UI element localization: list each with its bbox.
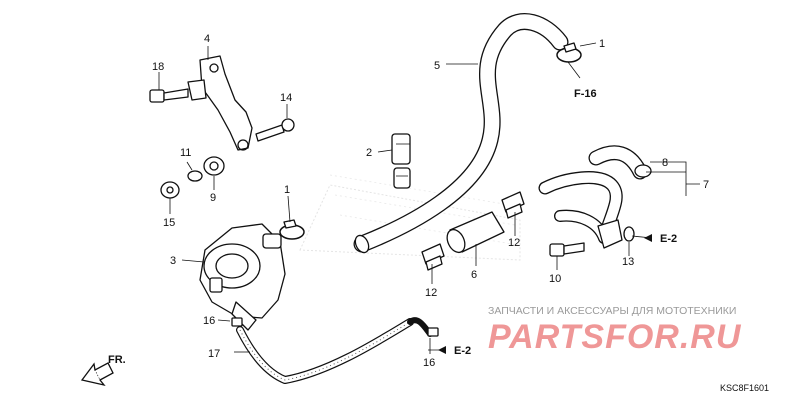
grommet-9: [203, 156, 225, 176]
ref-e-2-bottom: E-2: [454, 345, 471, 357]
front-arrow-icon: [80, 362, 114, 387]
callout-8: 8: [662, 157, 668, 169]
clamp-2: [391, 133, 411, 189]
callout-10: 10: [549, 273, 561, 285]
air-pipe-7: [538, 171, 623, 249]
hose-clamp-12-left: [421, 243, 445, 271]
callout-3: 3: [170, 255, 176, 267]
ref-e-2-right: E-2: [660, 233, 677, 245]
callout-4: 4: [204, 33, 210, 45]
diagram-code: KSC8F1601: [720, 383, 769, 393]
callout-16-left: 16: [203, 315, 215, 327]
callout-16-right: 16: [423, 357, 435, 369]
air-injection-valve-3: [199, 223, 286, 331]
nut-15: [160, 181, 180, 199]
ref-arrow-bottom: [438, 346, 446, 354]
callout-15: 15: [163, 217, 175, 229]
bolt-14: [255, 118, 295, 142]
callout-6: 6: [471, 269, 477, 281]
callout-7: 7: [703, 179, 709, 191]
washer-11: [187, 170, 203, 182]
bolt-18: [149, 88, 189, 103]
callout-14: 14: [280, 92, 292, 104]
bolt-10: [549, 242, 585, 257]
callout-18: 18: [152, 61, 164, 73]
front-label: FR.: [108, 354, 126, 366]
watermark-text: ЗАПЧАСТИ И АКСЕССУАРЫ ДЛЯ МОТОТЕХНИКИ: [488, 305, 736, 317]
air-hose-5: [353, 13, 569, 254]
hose-clip-1-lower: [279, 219, 305, 240]
ref-arrow-right: [644, 234, 652, 242]
callout-13: 13: [622, 256, 634, 268]
hose-clip-1-top: [556, 42, 582, 63]
callout-12-left: 12: [425, 287, 437, 299]
callout-5: 5: [434, 60, 440, 72]
callout-1-top: 1: [599, 38, 605, 50]
leader-lines: [158, 42, 700, 354]
callout-2: 2: [366, 147, 372, 159]
clip-16-left: [231, 317, 243, 327]
callout-11: 11: [180, 147, 191, 159]
callout-17: 17: [208, 348, 220, 360]
ref-f-16: F-16: [574, 88, 597, 100]
gasket-13: [623, 226, 635, 242]
hose-8: [588, 145, 652, 180]
stay-bracket-4: [187, 55, 253, 151]
hose-clamp-12-right: [501, 191, 525, 219]
clip-16-right: [427, 327, 439, 337]
tube-17: [236, 317, 433, 384]
joint-tube-6: [446, 211, 505, 254]
callout-12-right: 12: [508, 237, 520, 249]
watermark-logo: PARTSFOR.RU: [488, 318, 742, 356]
callout-9: 9: [210, 192, 216, 204]
callout-1-lower: 1: [284, 184, 290, 196]
